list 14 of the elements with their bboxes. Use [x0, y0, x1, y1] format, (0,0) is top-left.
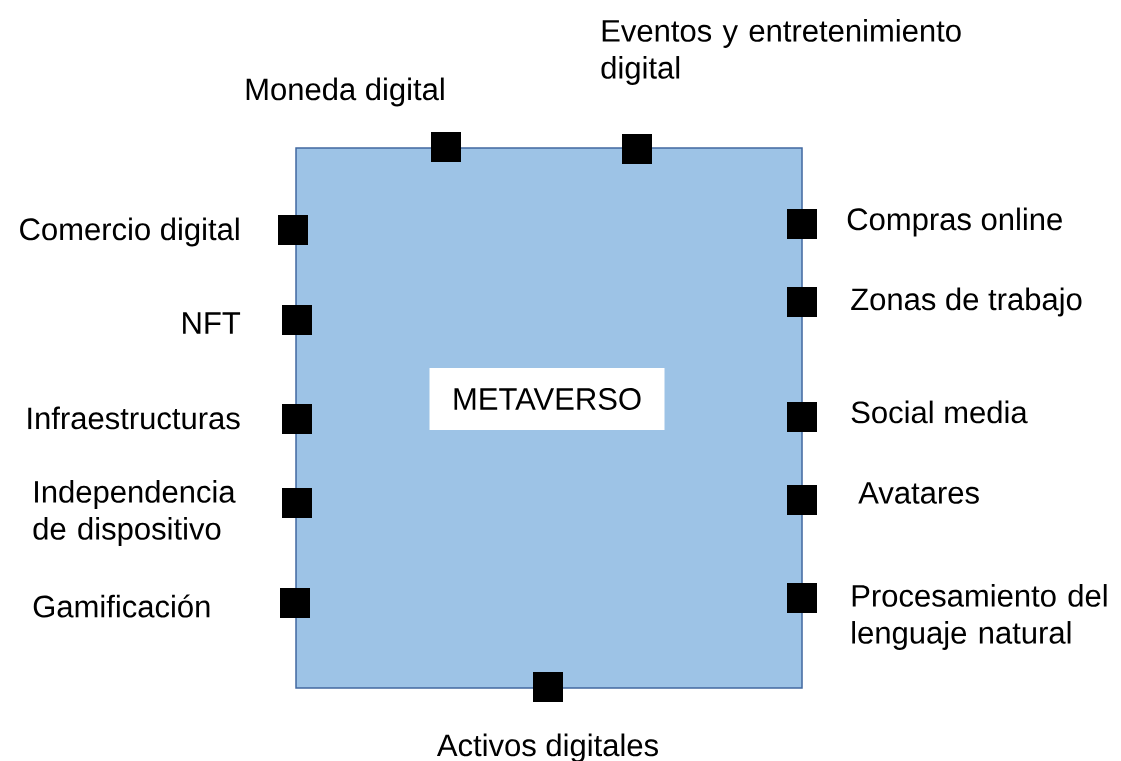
item-label: Eventos y entretenimiento digital [601, 19, 961, 85]
title-box: METAVERSO [429, 368, 665, 430]
item-label: Avatares [858, 482, 979, 504]
item-label: Infraestructuras [28, 406, 240, 430]
item-label: NFT [183, 312, 241, 334]
item-label: Comercio digital [20, 217, 239, 247]
panel-box [295, 147, 803, 689]
item-label: Procesamiento del lenguaje natural [852, 584, 1107, 650]
item-label: Compras online [847, 207, 1062, 237]
item-label: Moneda digital [246, 77, 444, 107]
item-label: Social media [851, 400, 1028, 424]
item-label: Independencia de dispositivo [33, 480, 236, 546]
item-label: Zonas de trabajo [851, 287, 1082, 317]
item-label: Gamificación [33, 594, 210, 618]
